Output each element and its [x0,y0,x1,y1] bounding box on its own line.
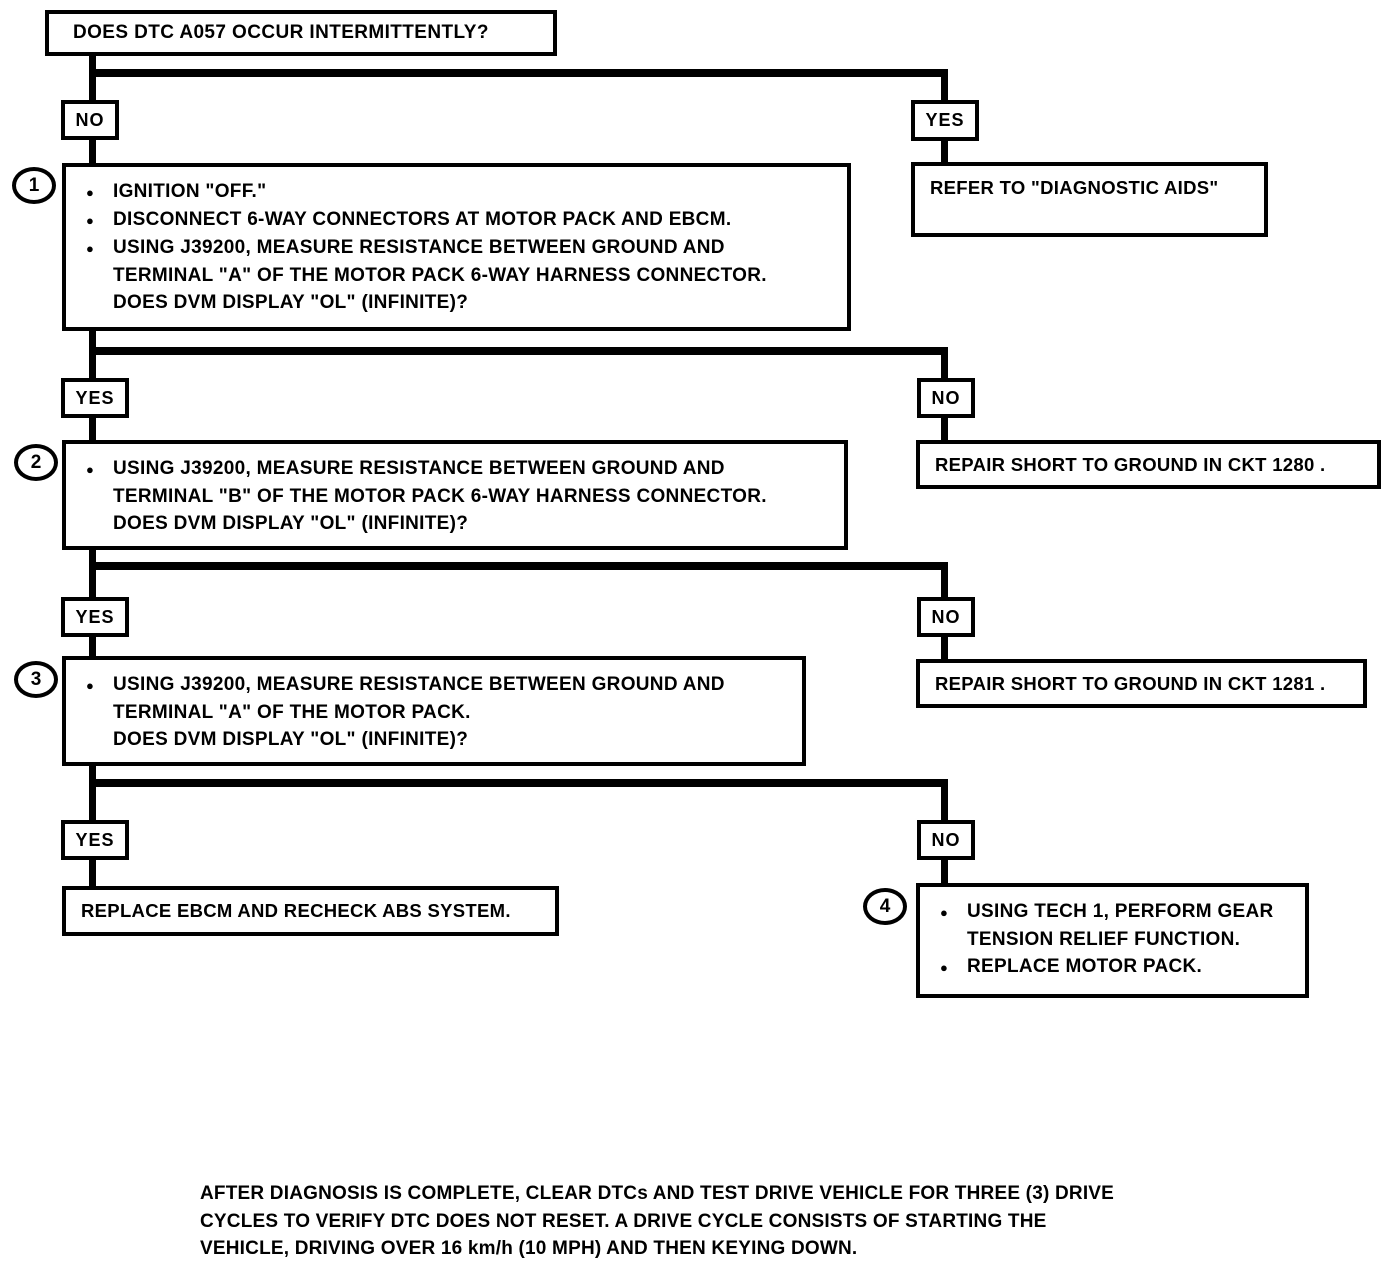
action-text: REPAIR SHORT TO GROUND IN CKT 1280 . [935,453,1326,475]
step3-bullet-row: ● USING J39200, MEASURE RESISTANCE BETWE… [86,671,792,754]
bullet-icon: ● [940,905,948,920]
action-text: REFER TO "DIAGNOSTIC AIDS" [930,177,1219,198]
step1-bullet-row: ● DISCONNECT 6-WAY CONNECTORS AT MOTOR P… [86,206,837,234]
branch-yes-1: YES [911,100,979,141]
bullet-icon: ● [86,241,94,256]
connector [941,69,948,100]
footer-note: AFTER DIAGNOSIS IS COMPLETE, CLEAR DTCs … [200,1183,1115,1259]
connector [941,347,948,378]
action-text: REPLACE EBCM AND RECHECK ABS SYSTEM. [81,900,511,921]
connector [941,562,948,597]
step4-instruction: USING TECH 1, PERFORM GEAR TENSION RELIE… [967,901,1274,950]
question-dtc-intermittent: DOES DTC A057 OCCUR INTERMITTENTLY? [45,10,557,56]
step2-instruction: USING J39200, MEASURE RESISTANCE BETWEEN… [113,458,767,534]
connector [89,69,948,77]
connector [89,779,96,820]
connector [89,347,948,355]
connector [941,635,948,659]
step4-bullet-row: ● REPLACE MOTOR PACK. [940,953,1295,981]
branch-no-1: NO [61,100,119,140]
step-number-4: 4 [863,888,907,925]
connector [89,764,96,786]
step1-box: ● IGNITION "OFF." ● DISCONNECT 6-WAY CON… [62,163,851,331]
connector [941,858,948,883]
step-number-3: 3 [14,661,58,698]
step-number-2: 2 [14,444,58,481]
connector [89,330,96,355]
bullet-icon: ● [86,213,94,228]
step1-instruction: DISCONNECT 6-WAY CONNECTORS AT MOTOR PAC… [113,209,732,230]
branch-yes-4: YES [61,820,129,860]
branch-no-2: NO [917,378,975,418]
action-repair-ckt-1281: REPAIR SHORT TO GROUND IN CKT 1281 . [916,659,1367,708]
step1-instruction: USING J39200, MEASURE RESISTANCE BETWEEN… [113,237,767,313]
connector [89,347,96,378]
branch-no-3: NO [917,597,975,637]
bullet-icon: ● [86,462,94,477]
yes-label: YES [75,606,115,627]
connector [941,416,948,440]
connector [89,562,948,570]
step3-instruction: USING J39200, MEASURE RESISTANCE BETWEEN… [113,674,725,750]
branch-yes-3: YES [61,597,129,637]
connector [89,779,948,787]
step2-bullet-row: ● USING J39200, MEASURE RESISTANCE BETWE… [86,455,834,538]
step1-instruction: IGNITION "OFF." [113,181,267,202]
connector [89,858,96,886]
no-label: NO [931,387,961,408]
connector [89,562,96,597]
bullet-icon: ● [940,960,948,975]
bullet-icon: ● [86,678,94,693]
branch-yes-2: YES [61,378,129,418]
step4-instruction: REPLACE MOTOR PACK. [967,956,1203,977]
connector [89,139,96,164]
connector [941,779,948,820]
branch-no-4: NO [917,820,975,860]
yes-label: YES [925,110,965,130]
action-replace-ebcm: REPLACE EBCM AND RECHECK ABS SYSTEM. [62,886,559,936]
connector [941,140,948,163]
step-number-1: 1 [12,167,56,204]
connector [89,416,96,440]
action-text: REPAIR SHORT TO GROUND IN CKT 1281 . [935,672,1326,694]
step2-box: ● USING J39200, MEASURE RESISTANCE BETWE… [62,440,848,550]
step1-bullet-row: ● USING J39200, MEASURE RESISTANCE BETWE… [86,234,837,317]
connector [89,635,96,656]
connector [89,55,96,100]
no-label: NO [931,606,961,627]
step1-bullet-row: ● IGNITION "OFF." [86,178,837,206]
yes-label: YES [75,387,115,408]
step4-bullet-row: ● USING TECH 1, PERFORM GEAR TENSION REL… [940,898,1295,953]
step3-box: ● USING J39200, MEASURE RESISTANCE BETWE… [62,656,806,766]
no-label: NO [75,109,105,130]
yes-label: YES [75,829,115,850]
bullet-icon: ● [86,185,94,200]
step4-box: ● USING TECH 1, PERFORM GEAR TENSION REL… [916,883,1309,998]
question-text: DOES DTC A057 OCCUR INTERMITTENTLY? [73,22,489,43]
connector [89,548,96,570]
action-repair-ckt-1280: REPAIR SHORT TO GROUND IN CKT 1280 . [916,440,1381,489]
no-label: NO [931,829,961,850]
action-refer-diagnostic-aids: REFER TO "DIAGNOSTIC AIDS" [911,162,1268,237]
